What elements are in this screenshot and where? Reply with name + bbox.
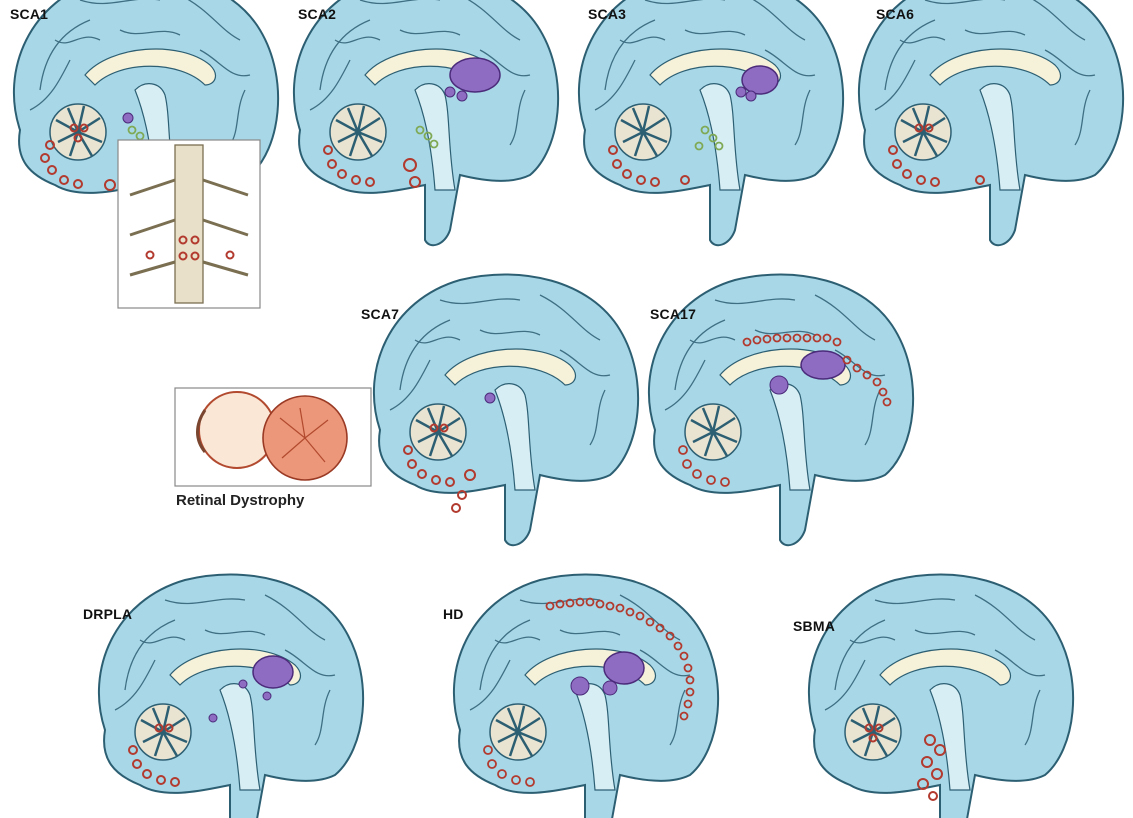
- spinal-cord-inset: [118, 140, 260, 308]
- brain-sca2: [294, 0, 558, 245]
- panel-label-sca2: SCA2: [298, 6, 336, 22]
- panel-label-drpla: DRPLA: [83, 606, 132, 622]
- brain-sca6: [859, 0, 1123, 245]
- panel-label-sbma: SBMA: [793, 618, 835, 634]
- brain-sca7: [374, 274, 638, 545]
- brain-sca3: [579, 0, 843, 245]
- panel-label-hd: HD: [443, 606, 464, 622]
- retinal-dystrophy-caption: Retinal Dystrophy: [176, 492, 304, 509]
- panel-label-sca6: SCA6: [876, 6, 914, 22]
- panel-label-sca17: SCA17: [650, 306, 696, 322]
- panel-label-sca3: SCA3: [588, 6, 626, 22]
- panel-label-sca1: SCA1: [10, 6, 48, 22]
- retina-inset: [175, 388, 371, 486]
- brain-hd: [454, 574, 718, 818]
- brain-drpla: [99, 574, 363, 818]
- panel-label-sca7: SCA7: [361, 306, 399, 322]
- brain-sbma: [809, 574, 1073, 818]
